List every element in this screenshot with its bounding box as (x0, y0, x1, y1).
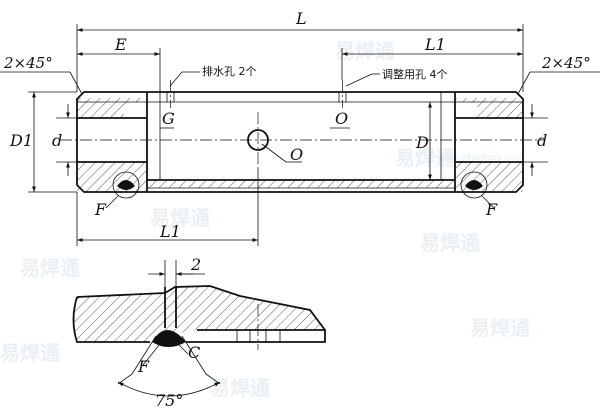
label-L1-top: L1 (424, 35, 446, 54)
label-D: D (415, 133, 429, 152)
svg-text:易焊通: 易焊通 (210, 376, 270, 400)
dimension-lines (0, 24, 600, 246)
main-section-view (60, 80, 545, 199)
label-d-right: d (537, 131, 547, 150)
svg-text:易焊通: 易焊通 (470, 316, 530, 340)
label-drain-hole: 排水孔 2个 (202, 64, 257, 78)
svg-text:易焊通: 易焊通 (150, 206, 210, 230)
svg-text:易焊通: 易焊通 (335, 39, 395, 63)
label-adjust-hole: 调整用孔 4个 (382, 67, 448, 81)
label-d-left: d (52, 131, 62, 150)
watermark: 易焊通 易焊通 易焊通 易焊通 易焊通 易焊通 易焊通 易焊通 www.yiha… (0, 39, 530, 400)
svg-text:www.yihantong.com: www.yihantong.com (440, 153, 521, 162)
label-chamfer-left: 2×45° (3, 54, 53, 72)
svg-text:易焊通: 易焊通 (395, 146, 455, 170)
labels: L E L1 2×45° 2×45° 排水孔 2个 调整用孔 4个 G O D … (3, 9, 591, 410)
svg-text:易焊通: 易焊通 (420, 231, 480, 255)
label-D1: D1 (9, 131, 33, 150)
label-detail-F: F (137, 357, 150, 376)
label-G: G (162, 109, 175, 128)
svg-text:易焊通: 易焊通 (20, 256, 80, 280)
label-F-left: F (94, 200, 107, 219)
label-detail-C: C (188, 343, 200, 362)
label-E: E (114, 35, 127, 54)
label-L: L (295, 9, 307, 28)
label-F-right: F (485, 200, 498, 219)
weld-detail-view (72, 260, 326, 397)
label-L1-bottom: L1 (159, 222, 181, 241)
label-O-hole: O (335, 109, 348, 128)
label-chamfer-right: 2×45° (541, 54, 591, 72)
label-detail-2: 2 (190, 255, 201, 274)
label-detail-angle: 75° (155, 391, 183, 410)
svg-text:易焊通: 易焊通 (0, 341, 60, 365)
label-O-center: O (290, 145, 303, 164)
